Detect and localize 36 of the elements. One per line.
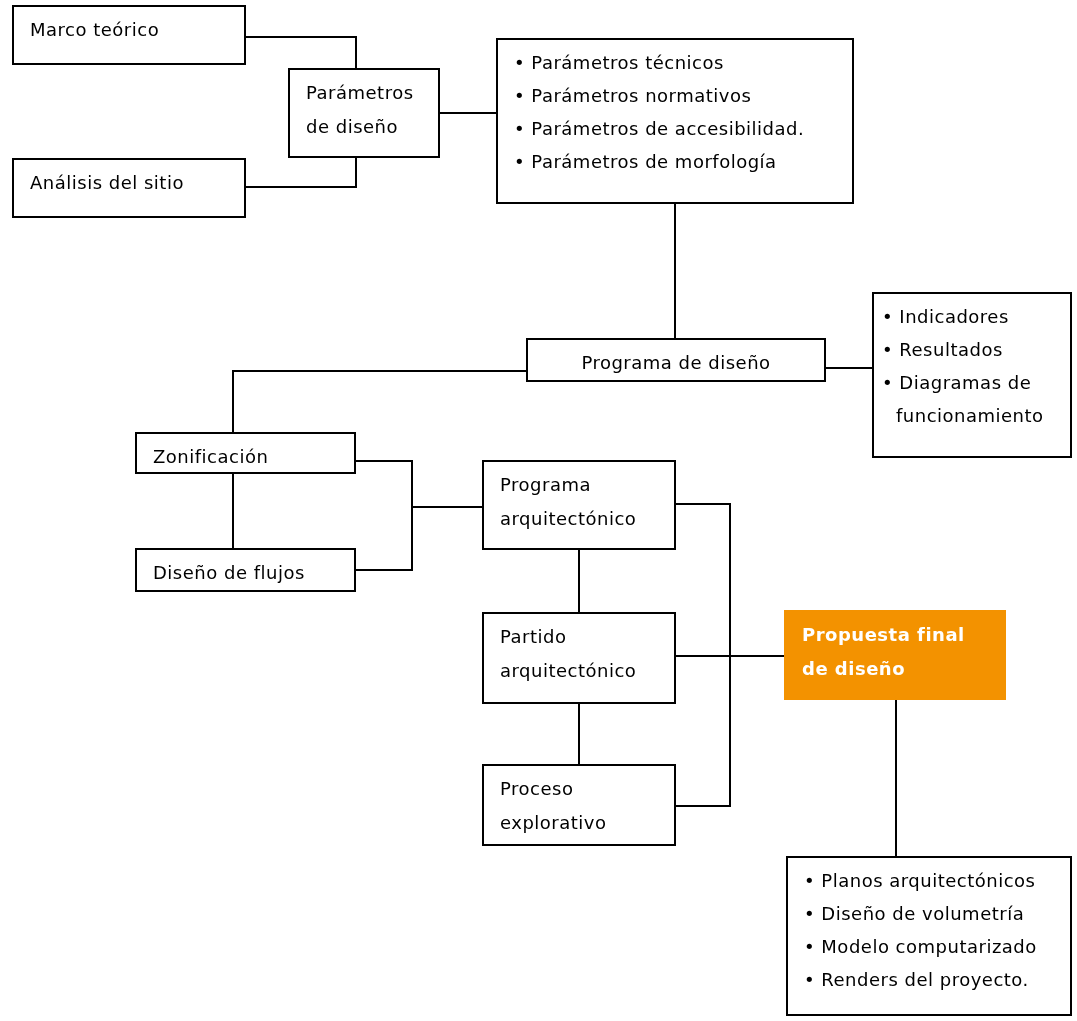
- process-box: Parámetros de diseño: [288, 68, 440, 158]
- bullet-item: • Modelo computarizado: [804, 935, 1037, 959]
- process-box: Partido arquitectónico: [482, 612, 676, 704]
- process-box: Diseño de flujos: [135, 548, 356, 592]
- connector-line: [675, 655, 785, 807]
- bullet-list-box: [786, 856, 1072, 1016]
- connector-line: [825, 367, 873, 369]
- connector-line: [895, 699, 897, 857]
- bullet-item: • Resultados: [882, 338, 1003, 362]
- bullet-item: • Parámetros técnicos: [514, 51, 724, 75]
- process-box: Proceso explorativo: [482, 764, 676, 846]
- bullet-list-box: [496, 38, 854, 204]
- connector-line: [578, 549, 580, 613]
- process-box: Zonificación: [135, 432, 356, 474]
- connector-line: [578, 703, 580, 765]
- connector-line: [232, 370, 527, 433]
- process-box: Programa de diseño: [526, 338, 826, 382]
- connector-line: [232, 473, 234, 549]
- bullet-item: • Diseño de volumetría: [804, 902, 1025, 926]
- bullet-item: • Parámetros de accesibilidad.: [514, 117, 805, 141]
- connector-line: [439, 112, 497, 114]
- connector-line: [674, 203, 676, 339]
- bullet-item: • Indicadores: [882, 305, 1009, 329]
- bullet-item: • Parámetros de morfología: [514, 150, 777, 174]
- process-box: Programa arquitectónico: [482, 460, 676, 550]
- bullet-item: • Planos arquitectónicos: [804, 869, 1036, 893]
- connector-line: [245, 36, 357, 69]
- bullet-item: • Renders del proyecto.: [804, 968, 1029, 992]
- highlight-box: Propuesta final de diseño: [784, 610, 1006, 700]
- process-box: Marco teórico: [12, 5, 246, 65]
- connector-line: [245, 157, 357, 188]
- bullet-item: • Parámetros normativos: [514, 84, 752, 108]
- process-box: Análisis del sitio: [12, 158, 246, 218]
- bullet-item: • Diagramas de funcionamiento: [882, 371, 1045, 428]
- bullet-list-box: [872, 292, 1072, 458]
- connector-line: [355, 506, 483, 571]
